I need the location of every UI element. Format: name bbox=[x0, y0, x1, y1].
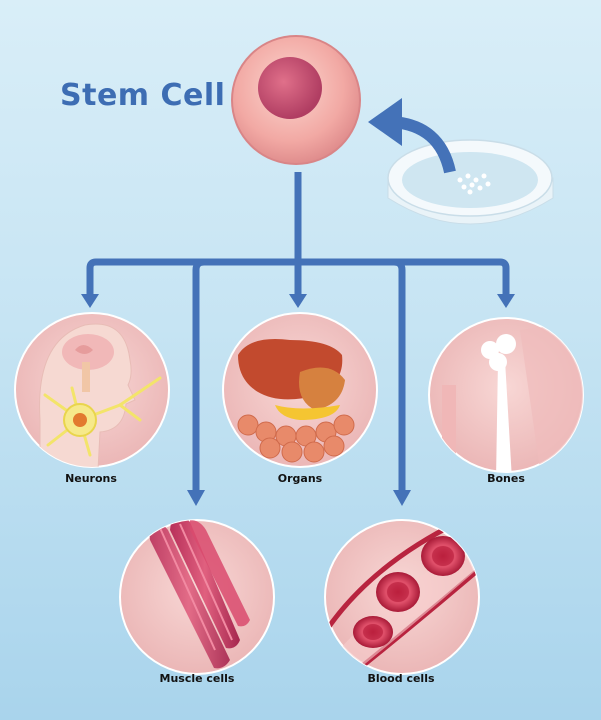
petri-dish-icon bbox=[387, 139, 554, 225]
label-organs: Organs bbox=[277, 472, 323, 485]
label-blood-cells: Blood cells bbox=[367, 672, 435, 685]
connector-lines bbox=[86, 172, 510, 492]
stem-cell-icon bbox=[231, 35, 361, 165]
label-bones: Bones bbox=[487, 472, 525, 485]
red-blood-cells-icon bbox=[325, 520, 479, 674]
muscle-circle bbox=[119, 519, 275, 675]
neuron-icon bbox=[39, 323, 162, 467]
label-neurons: Neurons bbox=[65, 472, 117, 485]
muscle-fibers-icon bbox=[148, 520, 250, 669]
neuron-circle bbox=[14, 312, 170, 468]
arrowheads bbox=[81, 294, 515, 506]
curved-arrow-icon bbox=[368, 98, 456, 174]
blood-circle bbox=[324, 519, 480, 675]
label-muscle-cells: Muscle cells bbox=[159, 672, 235, 685]
organ-circle bbox=[222, 312, 378, 468]
organs-icon bbox=[237, 339, 355, 463]
bone-circle bbox=[428, 317, 584, 473]
diagram-title: Stem Cell bbox=[60, 78, 226, 113]
